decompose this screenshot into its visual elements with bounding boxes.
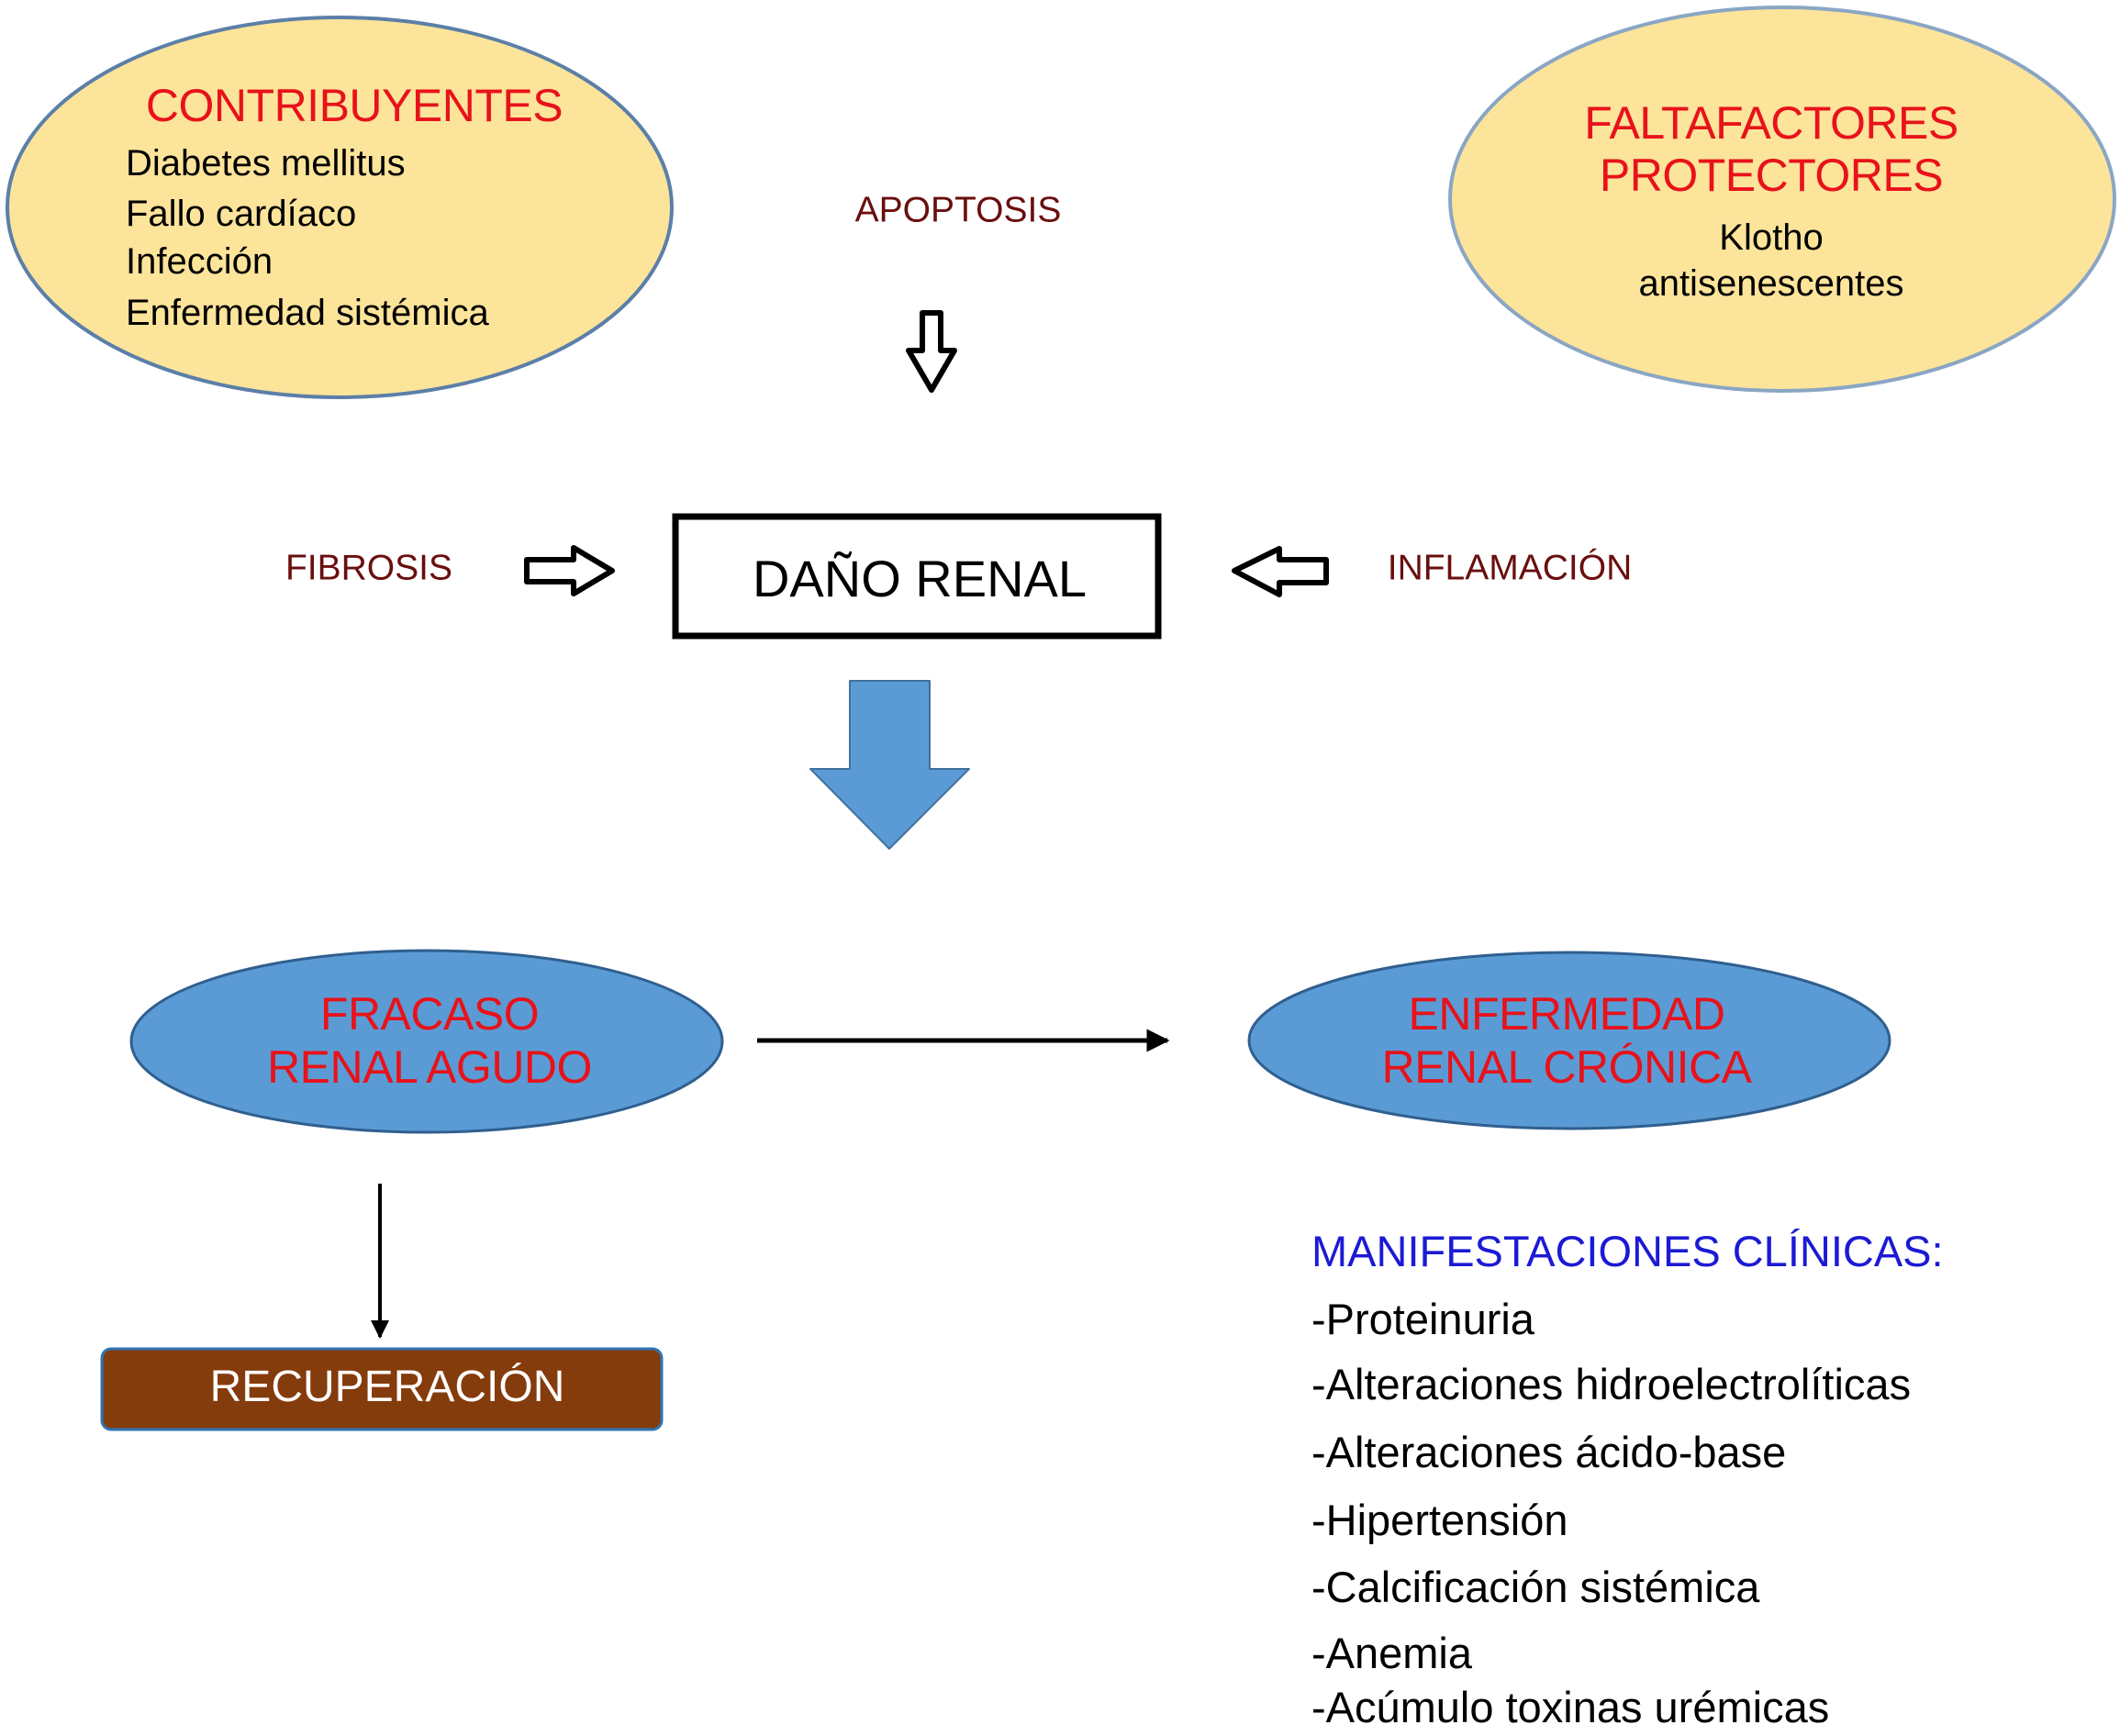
acute-kidney-failure-line2: RENAL AGUDO bbox=[267, 1041, 592, 1093]
recovery-box bbox=[100, 1347, 664, 1431]
protective-factors-oval bbox=[1448, 6, 2116, 393]
manifestation-item: -Proteinuria bbox=[1311, 1295, 1534, 1343]
chronic-kidney-disease-line1: ENFERMEDAD bbox=[1408, 988, 1725, 1040]
main-down-arrow-icon bbox=[809, 680, 970, 850]
kidney-damage-label: DAÑO RENAL bbox=[752, 550, 1088, 607]
contributor-item: Enfermedad sistémica bbox=[126, 293, 489, 333]
acute-kidney-failure-line1: FRACASO bbox=[319, 988, 540, 1040]
apoptosis-label: APOPTOSIS bbox=[854, 190, 1062, 230]
chronic-kidney-disease-line2: RENAL CRÓNICA bbox=[1381, 1041, 1752, 1093]
kidney-damage-box bbox=[672, 513, 1162, 640]
fibrosis-right-arrow-icon bbox=[524, 545, 615, 596]
fibrosis-label: FIBROSIS bbox=[285, 548, 453, 588]
manifestation-item: -Alteraciones ácido-base bbox=[1311, 1428, 1787, 1476]
recovery-label: RECUPERACIÓN bbox=[209, 1363, 565, 1411]
protective-item: antisenescentes bbox=[1638, 263, 1904, 304]
apoptosis-down-arrow-icon bbox=[906, 310, 957, 393]
chronic-kidney-disease-oval bbox=[1247, 951, 1891, 1130]
manifestation-item: -Alteraciones hidroelectrolíticas bbox=[1311, 1360, 1912, 1408]
contributor-item: Infección bbox=[126, 241, 273, 282]
protective-item: Klotho bbox=[1719, 217, 1824, 258]
contributors-oval bbox=[6, 16, 674, 399]
acute-kidney-failure-oval bbox=[129, 949, 724, 1134]
inflammation-left-arrow-icon bbox=[1232, 546, 1329, 597]
protective-title-line2: PROTECTORES bbox=[1599, 150, 1944, 201]
contributors-title: CONTRIBUYENTES bbox=[145, 80, 563, 131]
manifestation-item: -Anemia bbox=[1311, 1629, 1473, 1677]
manifestation-item: -Calcificación sistémica bbox=[1311, 1563, 1760, 1611]
protective-title-line1: FALTAFACTORES bbox=[1584, 97, 1958, 149]
inflammation-label: INFLAMACIÓN bbox=[1387, 548, 1633, 588]
manifestation-item: -Hipertensión bbox=[1311, 1496, 1568, 1544]
contributor-item: Fallo cardíaco bbox=[126, 194, 357, 234]
manifestations-title: MANIFESTACIONES CLÍNICAS: bbox=[1311, 1227, 1944, 1275]
manifestation-item: -Acúmulo toxinas urémicas bbox=[1311, 1683, 1830, 1731]
contributor-item: Diabetes mellitus bbox=[126, 143, 406, 184]
